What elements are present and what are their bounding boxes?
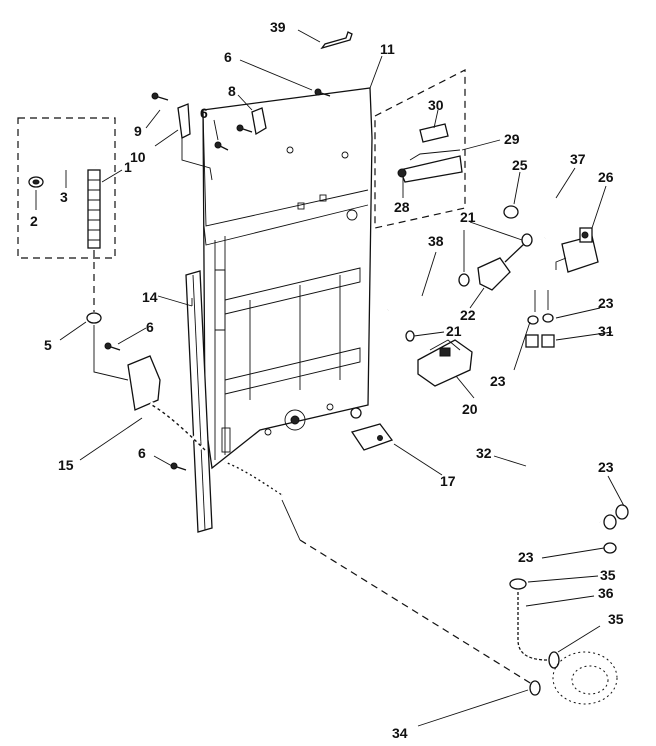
label-6-a: 6: [224, 49, 232, 65]
label-6-b: 6: [200, 105, 208, 121]
label-6-c: 6: [146, 319, 154, 335]
rear-panel: [202, 87, 373, 470]
label-9: 9: [134, 123, 142, 139]
label-2: 2: [30, 213, 38, 229]
leader-lines: [35, 29, 625, 727]
label-6-d: 6: [138, 445, 146, 461]
bracket-17: [350, 423, 394, 451]
water-inlet-hose: [503, 196, 576, 241]
label-20: 20: [462, 401, 478, 417]
drain-elbow: [509, 578, 560, 696]
bracket-part-8: [251, 107, 267, 136]
part-labels: 39 6 11 8 9 6 10 1 3 2 30 29 28 25 37 26…: [30, 19, 624, 741]
label-3: 3: [60, 189, 68, 205]
label-30: 30: [428, 97, 444, 113]
clip-part: [320, 31, 353, 50]
bracket-part-10: [177, 103, 191, 139]
label-39: 39: [270, 19, 286, 35]
screw-parts: [104, 88, 331, 471]
label-29: 29: [504, 131, 520, 147]
pressure-switch-20: [405, 330, 473, 387]
label-35-b: 35: [608, 611, 624, 627]
fill-hose-kit: [28, 127, 101, 249]
label-21-a: 21: [460, 209, 476, 225]
inlet-hoses: [525, 313, 629, 554]
label-15: 15: [58, 457, 74, 473]
label-25: 25: [512, 157, 528, 173]
label-23-d: 23: [518, 549, 534, 565]
label-35-a: 35: [600, 567, 616, 583]
fastener-part: [350, 407, 362, 419]
bracket-kit: [397, 123, 463, 183]
label-26: 26: [598, 169, 614, 185]
label-1: 1: [124, 159, 132, 175]
label-23-a: 23: [598, 295, 614, 311]
label-8: 8: [228, 83, 236, 99]
drain-hose-leader: [299, 539, 536, 687]
drain-connector: [127, 355, 208, 453]
drain-pipe-ghost: [552, 651, 618, 705]
label-17: 17: [440, 473, 456, 489]
hose-kit-group-box: [17, 117, 116, 259]
label-36: 36: [598, 585, 614, 601]
label-31: 31: [598, 323, 614, 339]
label-23-c: 23: [598, 459, 614, 475]
label-37: 37: [570, 151, 586, 167]
label-5: 5: [44, 337, 52, 353]
side-rail: [185, 270, 213, 533]
washer-part-5: [86, 312, 102, 324]
label-23-b: 23: [490, 373, 506, 389]
label-32: 32: [476, 445, 492, 461]
valve-connector-22: [458, 233, 533, 291]
label-14: 14: [142, 289, 158, 305]
water-valve: [555, 227, 599, 273]
label-34: 34: [392, 725, 408, 741]
label-10: 10: [130, 149, 146, 165]
label-22: 22: [460, 307, 476, 323]
label-38: 38: [428, 233, 444, 249]
label-11: 11: [380, 41, 395, 57]
bracket-kit-group-box: [374, 69, 466, 229]
label-21-b: 21: [446, 323, 462, 339]
label-28: 28: [394, 199, 410, 215]
